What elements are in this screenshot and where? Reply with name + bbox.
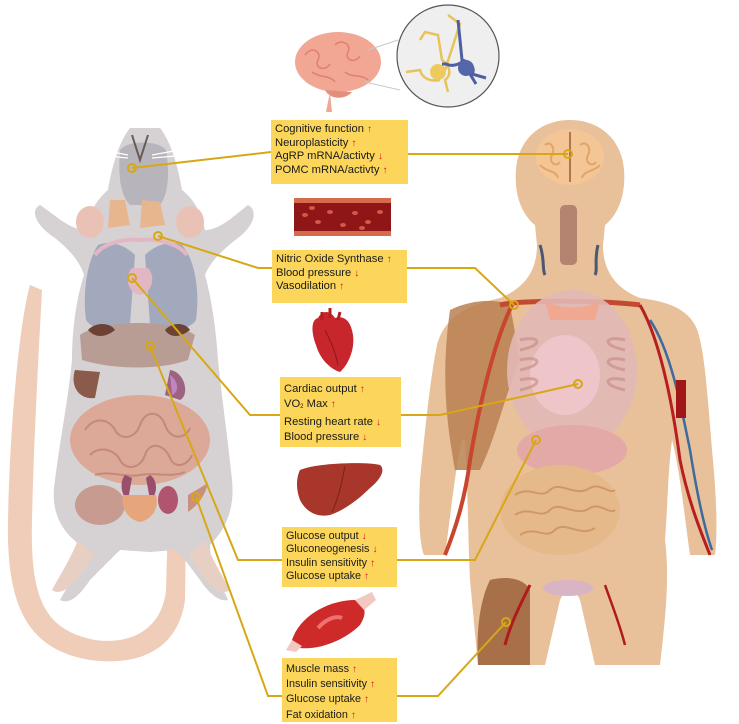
effect-row: Fat oxidation↑ <box>286 708 356 721</box>
increase-arrow-icon: ↑ <box>339 281 345 293</box>
rat-illustration <box>7 128 254 662</box>
connector-lines <box>131 151 579 697</box>
cardiac-effects-box: Cardiac output↑ VO2 Max↑ Resting heart r… <box>280 377 401 447</box>
effect-row: Nitric Oxide Synthase↑ <box>276 253 392 265</box>
effect-row: VO2 Max↑ <box>284 398 336 410</box>
effect-row: Muscle mass↑ <box>286 663 357 675</box>
vascular-effects-box: Nitric Oxide Synthase↑ Blood pressure↓ V… <box>272 250 407 303</box>
increase-arrow-icon: ↑ <box>330 399 336 410</box>
effect-row: Glucose output↓ <box>286 530 367 542</box>
muscle-icon <box>286 592 376 652</box>
increase-arrow-icon: ↑ <box>359 384 365 395</box>
increase-arrow-icon: ↑ <box>382 164 388 176</box>
heart-icon <box>312 308 354 372</box>
decrease-arrow-icon: ↓ <box>362 432 368 443</box>
effect-row: Vasodilation↑ <box>276 280 345 293</box>
increase-arrow-icon: ↑ <box>366 124 372 135</box>
neurons-magnifier-icon <box>396 4 500 108</box>
brain-icon <box>295 32 401 112</box>
decrease-arrow-icon: ↓ <box>377 151 383 163</box>
decrease-arrow-icon: ↓ <box>354 267 360 279</box>
effect-row: Gluconeogenesis↓ <box>286 543 378 556</box>
decrease-arrow-icon: ↓ <box>372 544 378 556</box>
decrease-arrow-icon: ↓ <box>375 417 381 428</box>
increase-arrow-icon: ↑ <box>352 664 357 675</box>
effect-row: Insulin sensitivity↑ <box>286 556 376 569</box>
effect-row: Cognitive function↑ <box>275 123 372 135</box>
increase-arrow-icon: ↑ <box>364 571 370 583</box>
effect-row: Neuroplasticity↑ <box>275 136 357 149</box>
effect-row: Insulin sensitivity↑ <box>286 678 376 691</box>
increase-arrow-icon: ↑ <box>350 709 356 721</box>
blood-vessel-icon <box>294 198 391 236</box>
muscle-effects-box: Muscle mass↑ Insulin sensitivity↑ Glucos… <box>282 658 397 722</box>
effect-row: Glucose uptake↑ <box>286 693 370 706</box>
effect-row: Cardiac output↑ <box>284 383 365 395</box>
increase-arrow-icon: ↑ <box>351 137 357 149</box>
effect-row: Resting heart rate↓ <box>284 416 381 428</box>
increase-arrow-icon: ↑ <box>386 254 392 265</box>
effect-row: POMC mRNA/activty↑ <box>275 163 388 176</box>
human-illustration <box>419 120 717 665</box>
effect-row: Blood pressure↓ <box>276 266 360 279</box>
effect-row: Blood pressure↓ <box>284 431 368 443</box>
liver-icon <box>297 463 383 516</box>
brain-effects-box: Cognitive function↑ Neuroplasticity↑ AgR… <box>271 120 408 184</box>
increase-arrow-icon: ↑ <box>364 694 370 706</box>
increase-arrow-icon: ↑ <box>370 679 376 691</box>
effect-row: AgRP mRNA/activty↓ <box>275 150 383 163</box>
effect-row: Glucose uptake↑ <box>286 570 370 583</box>
connector-endpoints <box>127 149 583 627</box>
decrease-arrow-icon: ↓ <box>361 531 367 542</box>
increase-arrow-icon: ↑ <box>370 557 376 569</box>
liver-effects-box: Glucose output↓ Gluconeogenesis↓ Insulin… <box>282 527 397 587</box>
